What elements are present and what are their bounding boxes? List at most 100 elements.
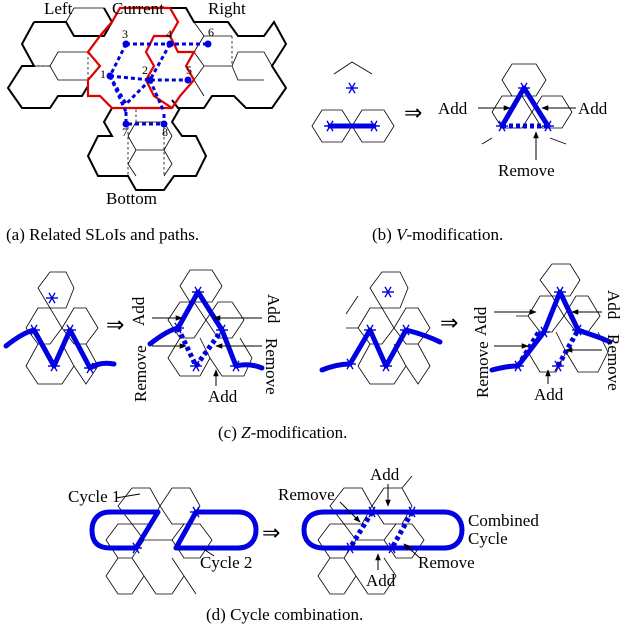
pointer-cycle-2 — [201, 547, 215, 557]
panel-d: Cycle 1 Cycle 2 ⇒ Add Add Remove Remove … — [68, 465, 539, 624]
caption-a: (a) Related SLoIs and paths. — [6, 225, 199, 244]
label-cycle-2: Cycle 2 — [200, 553, 252, 572]
node-3 — [122, 40, 130, 48]
left-sloi-boundary — [6, 7, 114, 109]
panel-b: ⇒ Add Add Remove (b) V-modification. — [311, 61, 608, 244]
z-path — [319, 327, 443, 373]
path-7-8 — [124, 112, 166, 126]
label-current: Current — [112, 0, 164, 18]
panel-d-before-hexes — [105, 487, 213, 595]
label-add-c2-left: Add — [471, 306, 490, 336]
panel-d-before: Cycle 1 Cycle 2 — [68, 487, 259, 595]
z-path-new — [489, 289, 613, 373]
panel-c: ⇒ Add Remove Add Add Remove — [3, 263, 623, 442]
path-4-2-5 — [147, 43, 188, 82]
caption-b: (b) V-modification. — [372, 225, 503, 244]
implies-arrow-c1: ⇒ — [106, 312, 124, 337]
label-remove-c2-right: Remove — [604, 334, 623, 391]
label-remove-c1-left: Remove — [131, 345, 150, 402]
label-cycle-1: Cycle 1 — [68, 487, 120, 506]
node-label-8: 8 — [162, 125, 168, 139]
label-add-top-d: Add — [370, 465, 400, 484]
label-remove-c1-right: Remove — [262, 338, 281, 395]
label-add-c1-left: Add — [129, 296, 148, 326]
panel-c-after-1: Add Add Remove — [147, 269, 283, 406]
z-path — [3, 327, 117, 371]
panel-c-before-2 — [319, 271, 443, 385]
removed-segment-left — [347, 510, 375, 550]
implies-arrow-c2: ⇒ — [440, 310, 458, 335]
node-2 — [146, 76, 154, 84]
node-label-7: 7 — [122, 125, 128, 139]
path-2-8 — [148, 79, 166, 113]
label-remove-left-d: Remove — [278, 485, 335, 504]
label-combined-line2: Cycle — [468, 529, 508, 548]
arrow-remove-right — [403, 543, 421, 559]
panel-d-after: Add Add Remove Remove Combined Cycle — [278, 465, 539, 595]
star-top — [345, 82, 359, 94]
caption-b-suffix: -modification. — [406, 225, 503, 244]
path-3-1-2 — [108, 43, 152, 107]
path-1-7 — [108, 75, 128, 113]
label-add-bottom-d: Add — [366, 571, 396, 590]
node-label-6: 6 — [208, 25, 214, 39]
removed-segment-1 — [515, 328, 543, 368]
caption-c: (c) Z-modification. — [218, 423, 347, 442]
label-remove: Remove — [498, 161, 555, 180]
star-top — [381, 286, 395, 298]
node-label-4: 4 — [166, 27, 172, 41]
current-sloi-inner — [99, 21, 173, 109]
panel-c-after-1-hexes — [167, 269, 253, 377]
implies-arrow-b: ⇒ — [404, 100, 422, 125]
label-left: Left — [44, 0, 73, 18]
node-6 — [204, 40, 212, 48]
bottom-sloi-boundary — [86, 107, 208, 191]
panel-b-before-hexes — [311, 61, 395, 143]
label-remove-right-d: Remove — [418, 553, 475, 572]
current-sloi-boundary — [86, 6, 196, 110]
panel-c-before-1-hexes — [25, 271, 99, 385]
arrow-remove-left — [339, 501, 361, 523]
label-add-left: Add — [438, 99, 468, 118]
caption-c-italic: Z — [241, 423, 251, 442]
z-path-new — [147, 289, 265, 371]
node-label-3: 3 — [122, 27, 128, 41]
hex-dashed-borders — [22, 36, 233, 176]
interior-hex-lines — [22, 7, 273, 177]
label-add-bottom-c2: Add — [534, 385, 564, 404]
added-v-path — [499, 85, 551, 129]
star-left — [323, 120, 337, 132]
combined-cycle — [301, 509, 465, 551]
node-1 — [106, 72, 114, 80]
cycle-2 — [173, 509, 259, 551]
panel-b-after-hexes — [481, 63, 573, 145]
panel-c-before-1 — [3, 271, 117, 385]
label-combined-line1: Combined — [468, 511, 539, 530]
panel-c-after-2: Add Add Remove — [489, 263, 623, 404]
label-bottom: Bottom — [106, 189, 157, 208]
caption-b-prefix: (b) — [372, 225, 396, 244]
panel-a-paths — [108, 42, 208, 126]
star-top — [45, 292, 59, 304]
panel-b-after: Add Add Remove — [438, 63, 608, 180]
panel-d-after-hexes — [317, 475, 425, 595]
label-add-bottom-c1: Add — [208, 387, 238, 406]
removed-segment-2 — [555, 328, 581, 368]
node-label-2: 2 — [142, 63, 148, 77]
label-right: Right — [208, 0, 246, 18]
removed-segment-2 — [193, 328, 225, 368]
cycle-1 — [89, 509, 161, 551]
panel-b-before — [311, 61, 395, 143]
pointer-cycle-1 — [115, 493, 141, 499]
panel-a: 3 4 6 1 2 5 7 8 Left Current Right Botto… — [6, 0, 288, 244]
node-8 — [160, 120, 168, 128]
star-right — [367, 120, 381, 132]
caption-c-prefix: (c) — [218, 423, 241, 442]
caption-d: (d) Cycle combination. — [206, 605, 363, 624]
node-7 — [122, 120, 130, 128]
label-add-c1-right: Add — [264, 294, 283, 324]
node-4 — [166, 40, 174, 48]
caption-c-suffix: -modification. — [251, 423, 348, 442]
node-5 — [184, 76, 192, 84]
